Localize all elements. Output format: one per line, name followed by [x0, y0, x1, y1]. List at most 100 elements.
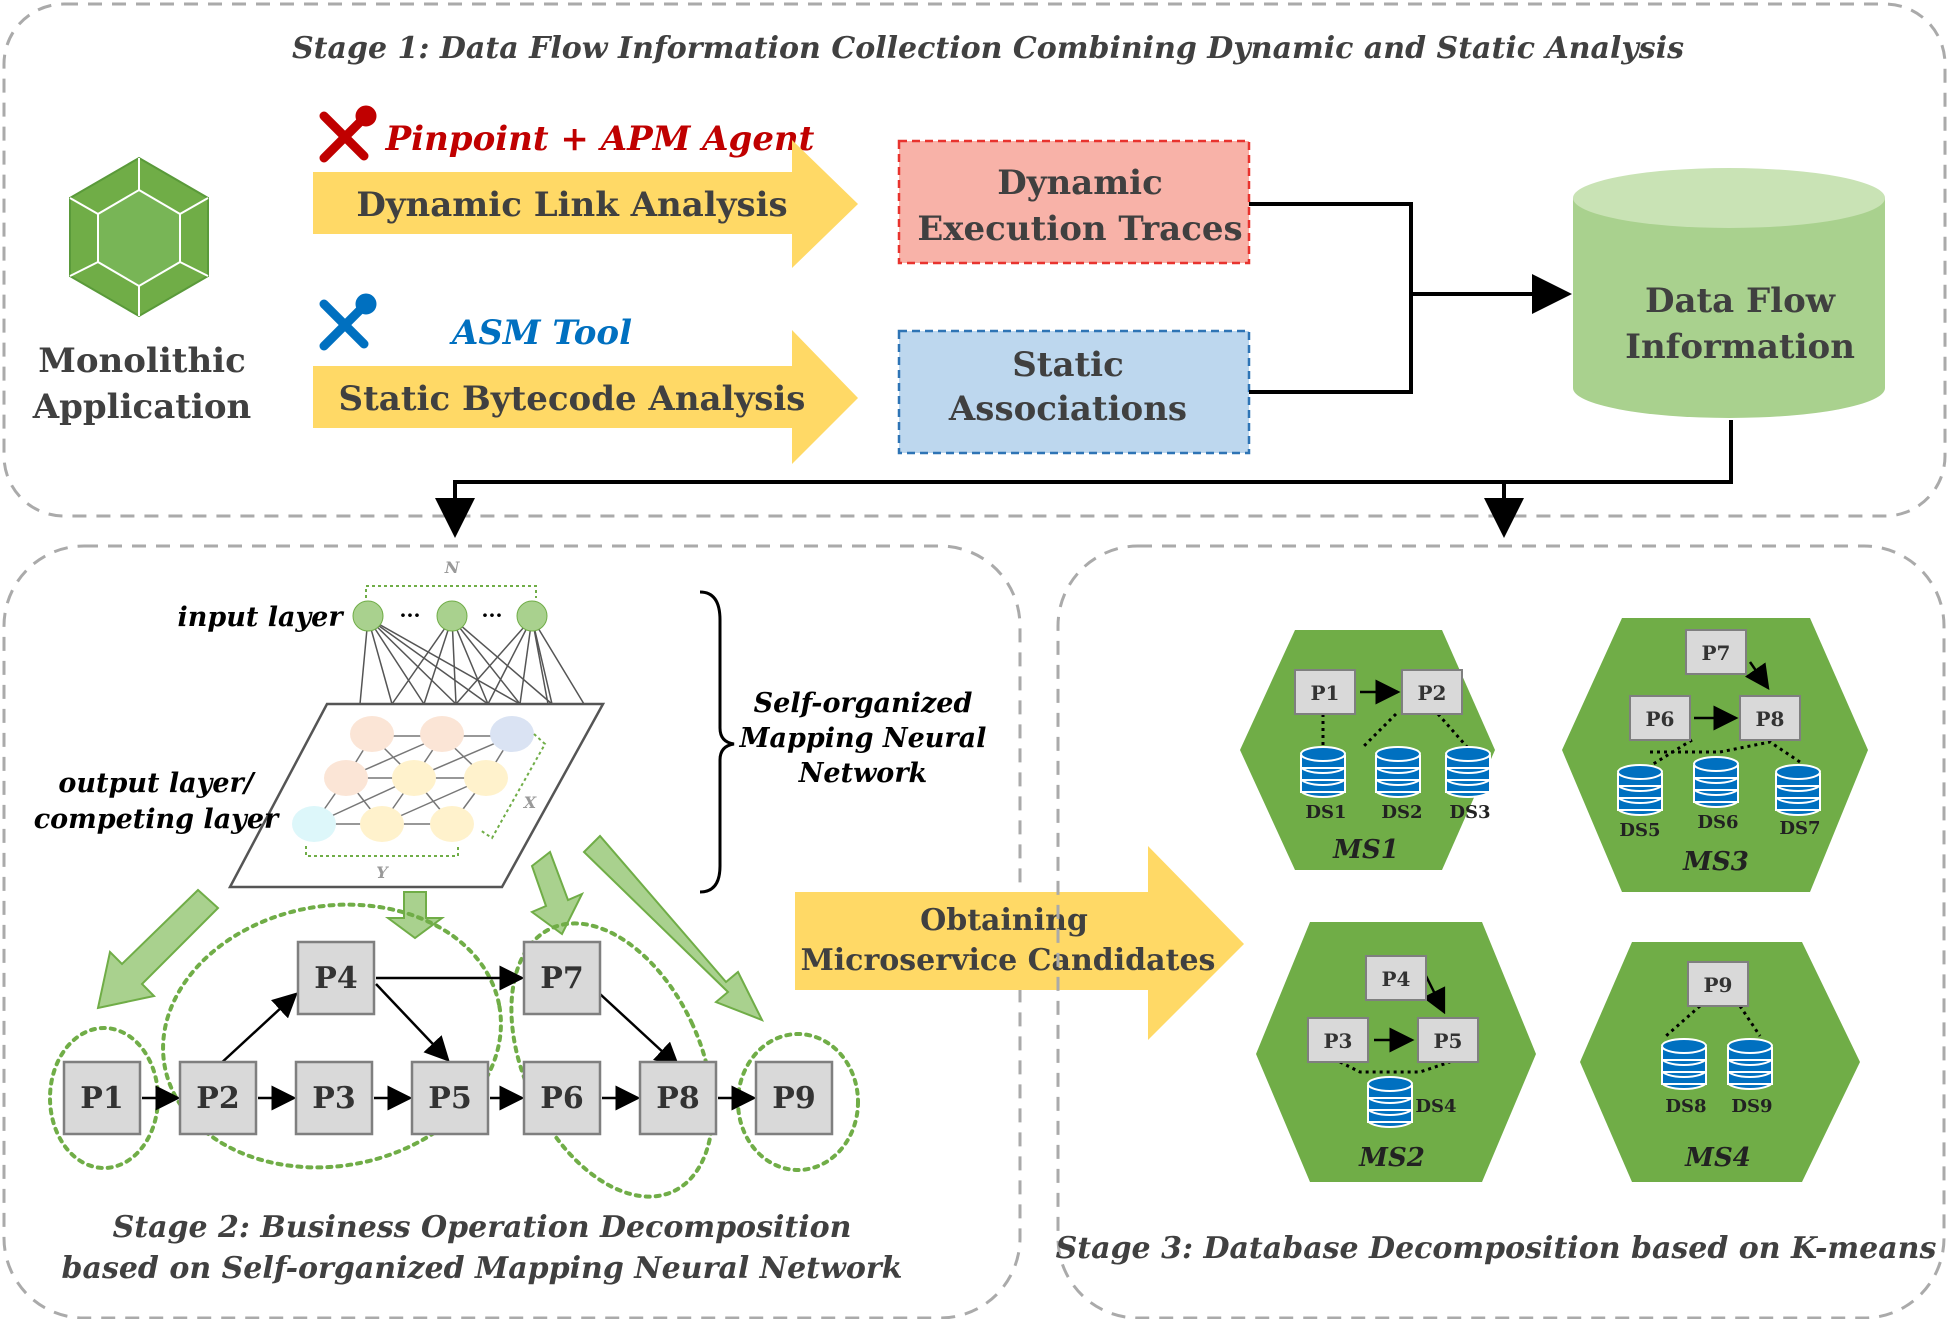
- stage1-panel: [2, 2, 1947, 518]
- ds7-label: DS7: [1779, 818, 1820, 839]
- operation-p7: P7: [522, 940, 602, 1016]
- svg-text:P2: P2: [196, 1081, 239, 1116]
- dynamic-traces-line1: Dynamic: [997, 163, 1163, 203]
- ds8-label: DS8: [1665, 1096, 1706, 1117]
- svg-text:P3: P3: [1324, 1029, 1353, 1053]
- db-to-stages-connector: [435, 420, 1733, 538]
- som-brace: [699, 590, 735, 894]
- middle-arrow-line1: Obtaining: [920, 903, 1088, 938]
- n-label: N: [444, 558, 461, 577]
- merge-connector: [1249, 202, 1572, 394]
- output-layer-label-1: output layer/: [58, 768, 256, 799]
- monolith-label-2: Application: [32, 387, 252, 427]
- operation-p4: P4: [296, 940, 376, 1016]
- som-label-2: Mapping Neural: [739, 723, 987, 754]
- svg-text:P6: P6: [1646, 707, 1675, 731]
- svg-text:P2: P2: [1418, 681, 1447, 705]
- operation-p9: P9: [754, 1060, 834, 1136]
- x-label: X: [523, 793, 537, 812]
- input-node: [516, 600, 548, 632]
- ds8-icon: [1661, 1038, 1707, 1090]
- svg-text:P7: P7: [1702, 641, 1731, 665]
- input-layer-label: input layer: [177, 602, 344, 633]
- wrench-red-icon: [319, 105, 377, 163]
- operation-p1: P1: [62, 1060, 142, 1136]
- som-label-1: Self-organized: [754, 688, 973, 719]
- svg-text:P5: P5: [1434, 1029, 1463, 1053]
- operation-p8: P8: [638, 1060, 718, 1136]
- ds4-icon: [1367, 1076, 1413, 1128]
- output-neuron: [360, 806, 404, 842]
- stage3-title: Stage 3: Database Decomposition based on…: [1056, 1231, 1937, 1266]
- output-neuron: [490, 716, 534, 752]
- svg-text:P7: P7: [540, 961, 583, 996]
- operation-edges: [142, 965, 757, 1111]
- wrench-blue-icon: [319, 293, 377, 351]
- svg-text:P5: P5: [428, 1081, 471, 1116]
- svg-text:P8: P8: [656, 1081, 699, 1116]
- static-associations-box: [897, 329, 1251, 455]
- microservice-ms1: P1 P2: [1240, 630, 1495, 870]
- static-tool-label: ASM Tool: [449, 313, 632, 353]
- ds1-icon: [1300, 746, 1346, 798]
- output-neuron: [350, 716, 394, 752]
- output-neuron: [420, 716, 464, 752]
- output-layer-label-2: competing layer: [34, 804, 280, 835]
- ds3-icon: [1445, 746, 1491, 798]
- input-dots-1: ···: [400, 603, 421, 627]
- static-associations-line2: Associations: [948, 389, 1187, 429]
- stage2-title-2: based on Self-organized Mapping Neural N…: [62, 1251, 903, 1286]
- svg-text:P1: P1: [80, 1081, 123, 1116]
- ds2-label: DS2: [1381, 802, 1422, 823]
- ms4-label: MS4: [1684, 1143, 1751, 1173]
- monolith-icon: [69, 156, 209, 318]
- dynamic-analysis-arrow: [313, 140, 858, 268]
- operation-p3: P3: [294, 1060, 374, 1136]
- svg-text:P8: P8: [1756, 707, 1785, 731]
- ds3-label: DS3: [1449, 802, 1490, 823]
- data-flow-database: [1573, 168, 1885, 418]
- stage3-panel: [1056, 544, 1946, 1319]
- svg-text:P1: P1: [1311, 681, 1340, 705]
- ds4-label: DS4: [1415, 1096, 1456, 1117]
- ds5-label: DS5: [1619, 820, 1660, 841]
- ds6-label: DS6: [1697, 812, 1738, 833]
- ds5-icon: [1617, 764, 1663, 816]
- stage1-title: Stage 1: Data Flow Information Collectio…: [292, 31, 1684, 66]
- ms2-label: MS2: [1358, 1143, 1425, 1173]
- operation-p2: P2: [178, 1060, 258, 1136]
- ds9-label: DS9: [1731, 1096, 1772, 1117]
- database-label-2: Information: [1625, 327, 1855, 367]
- som-label-3: Network: [798, 758, 928, 789]
- ds7-icon: [1775, 764, 1821, 816]
- dynamic-tool-label: Pinpoint + APM Agent: [385, 119, 815, 159]
- static-analysis-arrow: [313, 330, 858, 464]
- ds6-icon: [1693, 756, 1739, 808]
- input-to-output-links: [359, 617, 585, 705]
- ds2-icon: [1375, 746, 1421, 798]
- ds1-label: DS1: [1305, 802, 1346, 823]
- input-node: [352, 600, 384, 632]
- svg-text:P9: P9: [772, 1081, 815, 1116]
- microservice-ms3: P7 P6 P8: [1562, 618, 1868, 892]
- stage2-title-1: Stage 2: Business Operation Decompositio…: [113, 1210, 852, 1245]
- output-neuron: [464, 760, 508, 796]
- output-neuron: [392, 760, 436, 796]
- stage2-panel: [2, 544, 1022, 1319]
- dynamic-traces-line2: Execution Traces: [917, 209, 1242, 249]
- cluster-arrows: [96, 834, 765, 1022]
- dynamic-analysis-label: Dynamic Link Analysis: [356, 185, 787, 225]
- operation-p5: P5: [410, 1060, 490, 1136]
- monolith-label-1: Monolithic: [38, 341, 246, 381]
- svg-text:P4: P4: [314, 961, 357, 996]
- ms1-label: MS1: [1332, 835, 1399, 865]
- input-node: [436, 600, 468, 632]
- static-associations-line1: Static: [1012, 345, 1124, 385]
- database-label-1: Data Flow: [1645, 281, 1836, 321]
- svg-text:P6: P6: [540, 1081, 583, 1116]
- output-neuron: [430, 806, 474, 842]
- n-bracket: [365, 585, 537, 598]
- operation-p6: P6: [522, 1060, 602, 1136]
- y-label: Y: [376, 863, 389, 882]
